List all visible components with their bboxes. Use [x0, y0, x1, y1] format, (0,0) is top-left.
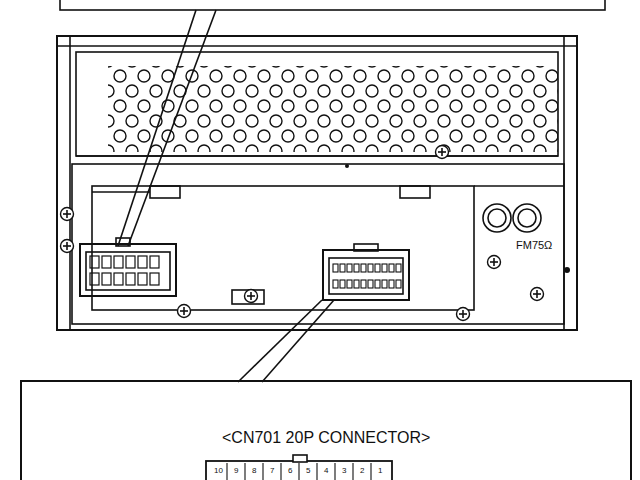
- pin-number: 2: [360, 467, 364, 475]
- pin-number: 7: [270, 467, 274, 475]
- pin-number: 8: [252, 467, 256, 475]
- pin-number: 3: [342, 467, 346, 475]
- pin-number: 9: [234, 467, 238, 475]
- antenna-label: FM75Ω: [516, 240, 552, 251]
- pin-number: 6: [288, 467, 292, 475]
- pin-number: 5: [306, 467, 310, 475]
- connector-title: <CN701 20P CONNECTOR>: [222, 430, 430, 446]
- pin-number: 1: [378, 467, 382, 475]
- pin-number: 4: [324, 467, 328, 475]
- callout-box: <CN701 20P CONNECTOR>: [20, 380, 632, 480]
- pin-number: 10: [214, 467, 223, 475]
